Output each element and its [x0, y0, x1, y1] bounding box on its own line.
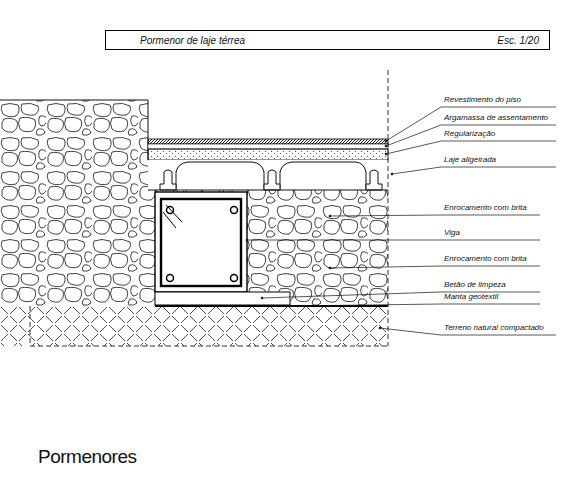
- leader-line: [386, 107, 441, 141]
- leader-dot: [261, 297, 263, 299]
- lightweight-slab: [148, 160, 388, 190]
- callout-label: Argamassa de assentamento: [444, 113, 548, 123]
- ground-outline: [30, 306, 388, 346]
- lean-concrete: [155, 292, 290, 305]
- callout-label: Laje aligeirada: [444, 155, 496, 165]
- beam: [155, 192, 247, 292]
- leader-dot: [289, 305, 291, 307]
- leader-dot: [329, 215, 331, 217]
- bedding-mortar: [148, 144, 388, 149]
- leader-line: [247, 240, 441, 241]
- leader-line: [380, 328, 441, 335]
- rockfill-left: [0, 100, 148, 306]
- scale-note: Esc. 1/20: [497, 35, 539, 46]
- leader-dot: [391, 173, 393, 175]
- label-underline: [441, 240, 540, 241]
- leader-dot: [385, 145, 387, 147]
- rockfill-top: [0, 100, 148, 101]
- callout-label: Terreno natural compactado: [444, 323, 544, 333]
- floor-finish: [148, 139, 388, 144]
- callout-label: Enrocamento com brita: [444, 203, 527, 213]
- callout-label: Betão de limpeza: [444, 280, 506, 290]
- leader-dot: [385, 153, 387, 155]
- stirrup-hook: [163, 205, 182, 228]
- label-underline: [441, 266, 540, 267]
- callout-label: Manta geotextil: [444, 292, 498, 302]
- label-underline: [441, 125, 556, 126]
- leader-line: [386, 141, 441, 154]
- callout-label: Viga: [444, 228, 460, 238]
- screed: [148, 149, 388, 160]
- drawing-title: Pormenor de laje térrea: [140, 35, 245, 46]
- label-underline: [441, 141, 556, 142]
- callout-label: Regularização: [444, 129, 495, 139]
- leader-dot: [329, 267, 331, 269]
- leader-line: [392, 167, 441, 174]
- leader-line: [262, 292, 441, 298]
- callout-label: Enrocamento com brita: [444, 254, 527, 264]
- label-underline: [441, 167, 556, 168]
- leader-dot: [379, 327, 381, 329]
- leader-line: [330, 215, 441, 216]
- leader-line: [330, 266, 441, 268]
- rebars: [167, 207, 238, 282]
- label-underline: [441, 335, 556, 336]
- beam-stirrup: [161, 199, 241, 286]
- leader-dot: [246, 239, 248, 241]
- compacted-ground: [0, 306, 388, 346]
- rockfill-under-slab: [148, 188, 388, 305]
- label-underline: [441, 304, 540, 305]
- label-underline: [441, 215, 540, 216]
- title-box: Pormenor de laje térrea Esc. 1/20: [105, 30, 550, 50]
- leader-lines: [246, 107, 556, 335]
- callout-label: Revestimento do piso: [444, 95, 521, 105]
- label-underline: [441, 107, 556, 108]
- leader-line: [290, 304, 441, 306]
- page-heading: Pormenores: [38, 446, 137, 468]
- leader-dot: [385, 140, 387, 142]
